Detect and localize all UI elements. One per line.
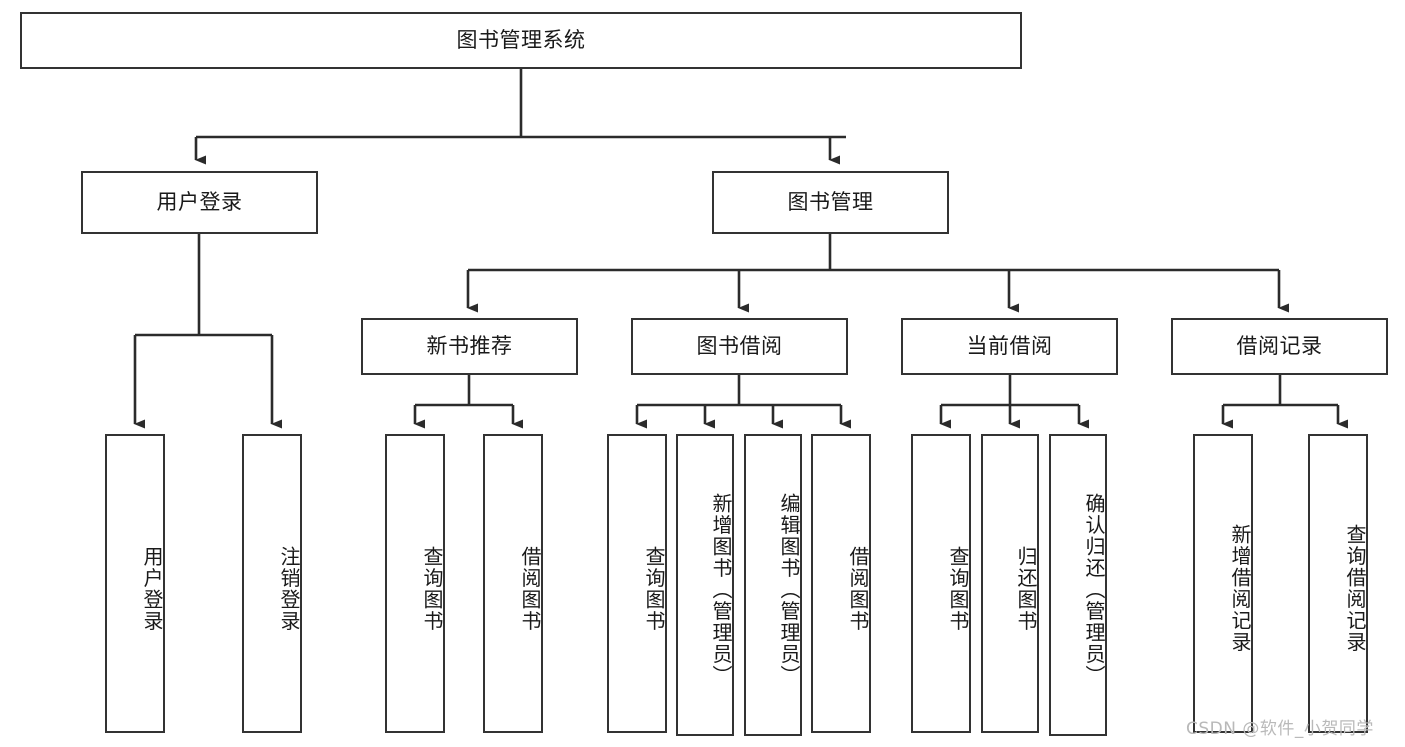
leaf-book-borrow-add-book-admin[interactable]: 新增图书（管理员） <box>676 434 734 736</box>
leaf-borrow-record-add-record[interactable]: 新增借阅记录 <box>1193 434 1253 733</box>
node-book-management[interactable]: 图书管理 <box>712 171 949 234</box>
leaf-new-book-borrow-book[interactable]: 借阅图书 <box>483 434 543 733</box>
leaf-current-borrow-query-book[interactable]: 查询图书 <box>911 434 971 733</box>
leaf-borrow-record-query-record[interactable]: 查询借阅记录 <box>1308 434 1368 733</box>
node-borrow-record[interactable]: 借阅记录 <box>1171 318 1388 375</box>
leaf-user-login-logout[interactable]: 注销登录 <box>242 434 302 733</box>
node-book-borrow[interactable]: 图书借阅 <box>631 318 848 375</box>
leaf-book-borrow-borrow-book[interactable]: 借阅图书 <box>811 434 871 733</box>
leaf-user-login-login[interactable]: 用户登录 <box>105 434 165 733</box>
leaf-current-borrow-return-book[interactable]: 归还图书 <box>981 434 1039 733</box>
node-user-login[interactable]: 用户登录 <box>81 171 318 234</box>
leaf-book-borrow-query-book[interactable]: 查询图书 <box>607 434 667 733</box>
node-new-book-recommend[interactable]: 新书推荐 <box>361 318 578 375</box>
node-root-book-management-system[interactable]: 图书管理系统 <box>20 12 1022 69</box>
node-current-borrow[interactable]: 当前借阅 <box>901 318 1118 375</box>
leaf-current-borrow-confirm-return-admin[interactable]: 确认归还（管理员） <box>1049 434 1107 736</box>
leaf-book-borrow-edit-book-admin[interactable]: 编辑图书（管理员） <box>744 434 802 736</box>
leaf-new-book-query-book[interactable]: 查询图书 <box>385 434 445 733</box>
